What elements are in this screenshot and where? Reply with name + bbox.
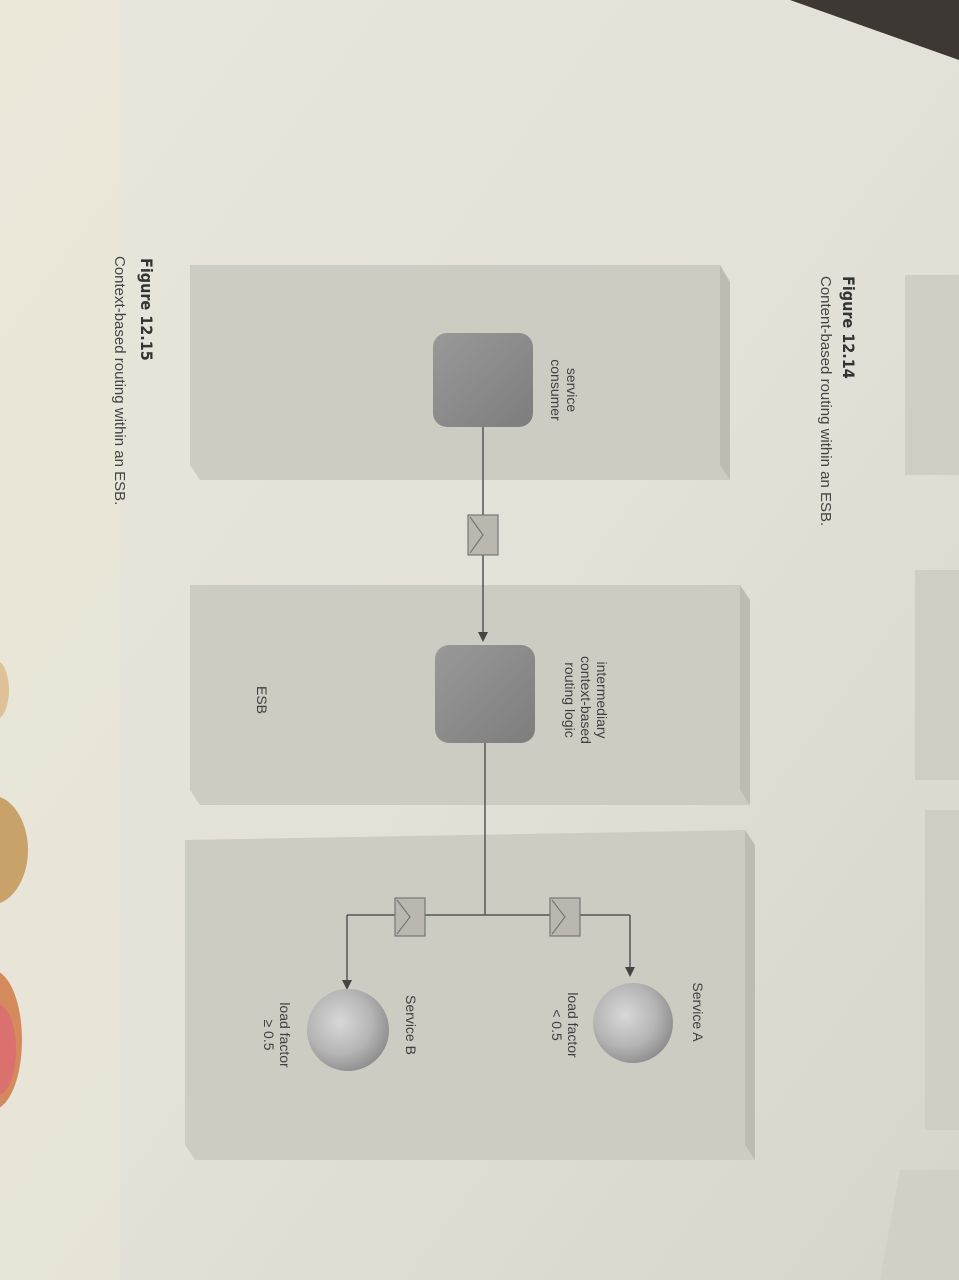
- service-b-label: Service B: [403, 995, 419, 1055]
- service-a-condition: load factor < 0.5: [549, 992, 581, 1058]
- services-panel: [185, 830, 755, 1160]
- service-consumer-label: service consumer: [548, 359, 580, 421]
- message-icon: [549, 897, 581, 937]
- message-icon: [394, 897, 426, 937]
- figure-14-caption: Content-based routing within an ESB.: [817, 276, 834, 527]
- figure-15-caption: Context-based routing within an ESB.: [111, 256, 128, 506]
- service-a-sphere: [593, 983, 673, 1063]
- service-consumer-box: [433, 333, 533, 427]
- service-b-condition: load factor ≥ 0.5: [261, 1002, 293, 1068]
- intermediary-label: intermediary context-based routing logic: [562, 656, 610, 744]
- finger: [0, 796, 28, 904]
- figure-15-number: Figure 12.15: [137, 258, 156, 361]
- service-a-label: Service A: [690, 982, 706, 1042]
- service-b-sphere: [307, 989, 389, 1071]
- intermediary-box: [435, 645, 535, 743]
- figure-14-number: Figure 12.14: [839, 276, 858, 379]
- message-icon: [467, 514, 499, 556]
- esb-label: ESB: [254, 685, 270, 714]
